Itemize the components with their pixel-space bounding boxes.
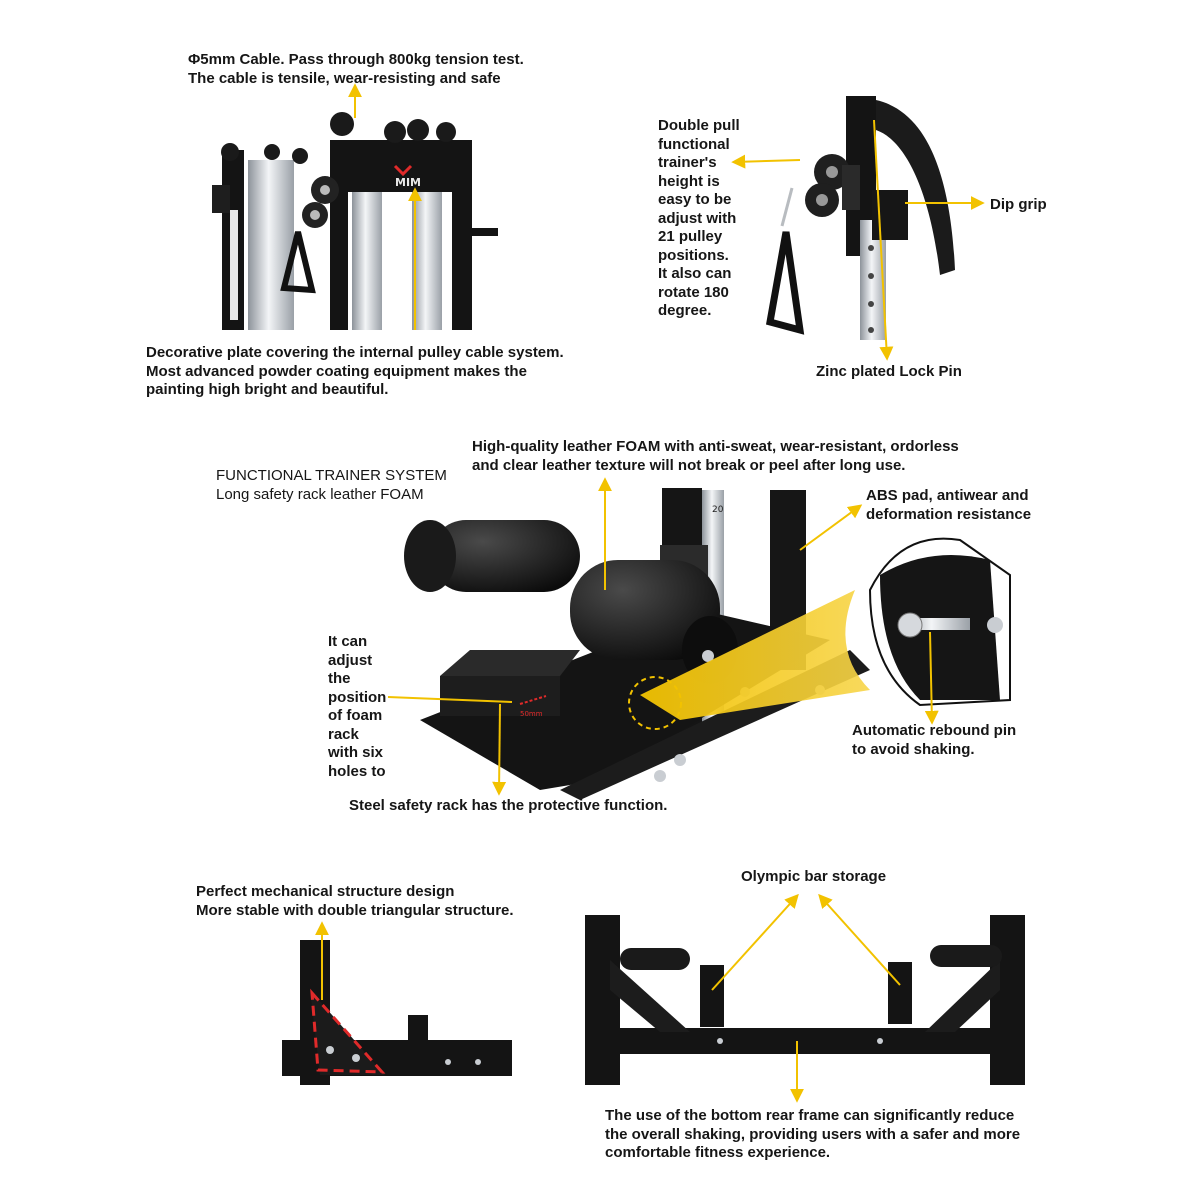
adjust-note: It can adjust the position of foam rack … xyxy=(328,633,387,780)
system-title: FUNCTIONAL TRAINER SYSTEM Long safety ra… xyxy=(216,467,447,503)
rebound-note: Automatic rebound pin to avoid shaking. xyxy=(852,722,1017,758)
cable-machine-image xyxy=(212,83,498,330)
pulley-carriage-image xyxy=(731,96,985,361)
dip-grip-label: Dip grip xyxy=(990,196,1047,213)
height-note: Double pull functional trainer's height … xyxy=(658,117,740,319)
triangular-structure-image xyxy=(282,921,512,1085)
rear-frame-image xyxy=(585,893,1025,1103)
leather-note: High-quality leather FOAM with anti-swea… xyxy=(472,438,959,474)
plate-note: Decorative plate covering the internal p… xyxy=(146,344,564,398)
storage-label: Olympic bar storage xyxy=(741,868,887,885)
cable-note: Φ5mm Cable. Pass through 800kg tension t… xyxy=(188,51,524,87)
brand-logo: MIM xyxy=(395,176,421,189)
abs-note: ABS pad, antiwear and deformation resist… xyxy=(866,487,1032,523)
upright-number: 20 xyxy=(712,505,724,515)
safety-note: Steel safety rack has the protective fun… xyxy=(349,797,668,814)
lock-pin-label: Zinc plated Lock Pin xyxy=(816,363,962,380)
frame-note: The use of the bottom rear frame can sig… xyxy=(605,1107,1021,1161)
structure-note: Perfect mechanical structure design More… xyxy=(196,883,514,919)
foam-rack-image xyxy=(387,477,1011,800)
slide-mark: 50mm xyxy=(520,710,543,718)
